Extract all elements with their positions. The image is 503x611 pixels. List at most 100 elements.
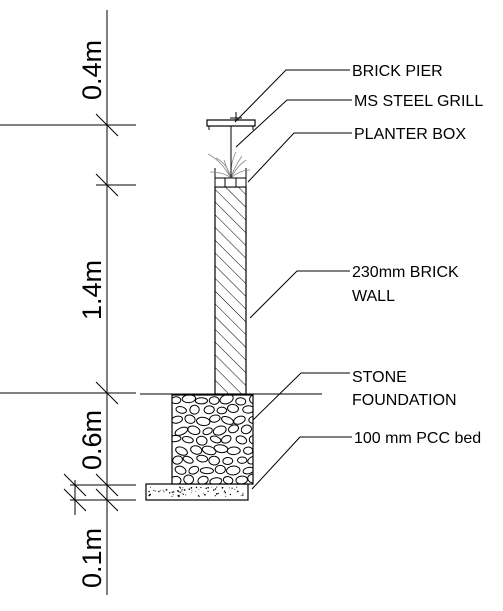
pcc-aggregate-dot [171,491,173,493]
pcc-aggregate-dot [224,492,227,494]
pcc-aggregate-dot [182,493,184,496]
stone-texture [182,455,194,464]
pcc-aggregate-dot [162,489,164,491]
pcc-aggregate-dot [183,489,186,491]
planter-plant-icon [207,151,251,179]
planter-box [207,151,251,188]
pcc-aggregate-dot [181,488,183,491]
leader-brick-pier [234,69,350,123]
pcc-aggregate-dot [185,494,187,496]
pcc-bed [145,483,249,501]
label-brick-wall-line2: WALL [352,288,395,305]
label-brick-wall-line1: 230mm BRICK [352,264,459,281]
tick-mark [63,473,87,497]
stone-texture [240,424,252,435]
pcc-aggregate-dot [202,492,204,494]
pcc-aggregate-dot [214,488,217,490]
pcc-aggregate-dot [221,486,224,489]
stone-texture [195,435,208,446]
pcc-aggregate-dot [225,495,227,497]
brick-wall [214,186,247,395]
stone-texture [172,455,183,465]
stone-texture [202,427,213,436]
pcc-aggregate-dot [240,495,242,497]
pcc-aggregate-dot [168,492,171,494]
pcc-aggregate-dot [177,490,179,492]
tick-mark [63,488,87,512]
stone-texture [190,445,203,455]
pcc-aggregate-dot [231,487,233,489]
pcc-aggregate-dot [207,490,209,492]
leader-pcc-bed [251,436,352,490]
pcc-aggregate-dot [165,489,168,491]
leader-stone-foundation [252,372,350,421]
tick-mark [95,381,119,405]
pcc-aggregate-dot [199,495,201,497]
stone-texture [199,467,214,475]
pcc-aggregate-dot [171,495,173,498]
stone-texture [248,435,253,445]
dimension-wall-height: 1.4m [77,260,107,320]
stone-texture [209,435,222,444]
pcc-aggregate-dot [181,490,183,492]
stone-texture [235,435,248,445]
stone-texture [209,477,223,484]
stone-texture [181,435,194,444]
pcc-aggregate-dot [195,491,197,492]
stone-texture [196,454,209,463]
pcc-aggregate-dot [215,493,218,495]
stone-texture [172,434,182,443]
stone-texture [181,395,197,404]
stone-texture [237,456,248,464]
pcc-aggregate-dot [242,494,244,496]
stone-texture [249,395,253,405]
tick-mark [95,113,119,137]
pcc-aggregate-dot [179,491,181,493]
stone-texture [226,465,241,476]
pcc-aggregate-dot [234,488,236,490]
label-ms-steel-grill: MS STEEL GRILL [354,93,483,110]
stone-texture [188,465,200,475]
stone-texture [209,414,221,423]
pcc-aggregate-dot [236,486,238,488]
label-pcc-bed: 100 mm PCC bed [354,430,481,447]
dimension-bed-height: 0.1m [77,528,107,588]
stone-texture [247,473,253,484]
stone-texture [222,457,234,466]
brick-pier [206,119,256,130]
stone-texture [184,414,196,424]
stone-texture [201,445,217,456]
stone-texture [233,415,246,425]
stone-texture [174,465,187,475]
stone-texture [197,475,209,484]
stone-texture [222,476,234,484]
label-stone-foundation-line2: FOUNDATION [352,392,457,409]
pcc-aggregate-dot [188,488,191,490]
stone-texture [243,446,253,455]
pcc-aggregate-dot [204,493,206,496]
leader-lines [234,69,352,490]
pcc-aggregate-dot [216,486,218,488]
leader-brick-wall [249,270,350,319]
stone-texture [242,466,253,475]
dimension-pier-height: 0.4m [77,40,107,100]
stone-texture [226,403,239,413]
stone-foundation [171,394,254,485]
pcc-aggregate-dot [181,492,183,494]
stone-texture [196,416,211,427]
leader-planter-box [247,132,352,183]
label-brick-pier: BRICK PIER [352,63,443,80]
stone-texture [226,446,241,456]
stone-texture [219,395,234,405]
pcc-aggregate-dot [214,495,216,497]
stone-texture [247,455,253,465]
pcc-aggregate-dot [149,486,151,488]
pcc-aggregate-dot [148,490,150,493]
pcc-aggregate-dot [160,489,162,491]
stone-texture [214,464,226,475]
dimension-foundation-height: 0.6m [77,410,107,470]
stone-texture [183,474,195,484]
pcc-aggregate-dot [163,491,165,493]
pcc-aggregate-dot [212,489,215,491]
